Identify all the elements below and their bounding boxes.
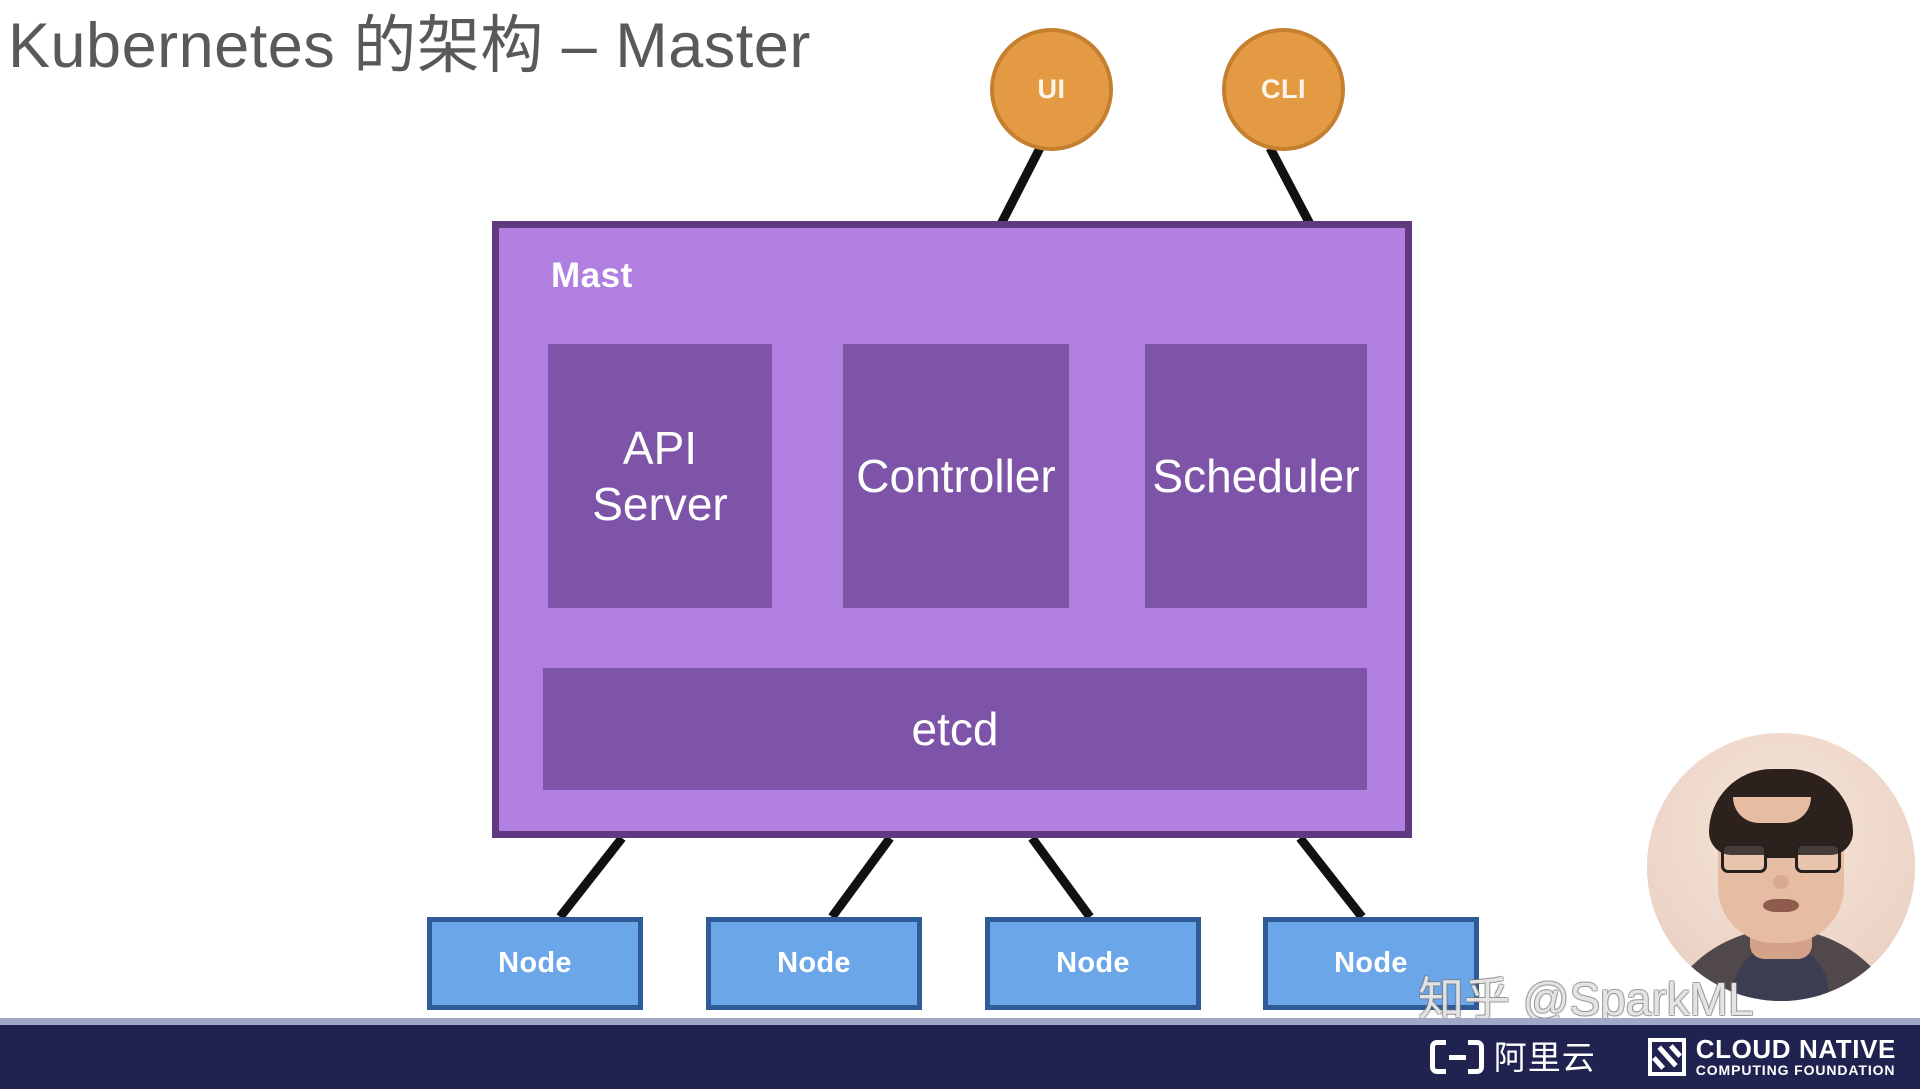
- cncf-square-icon: [1647, 1037, 1686, 1076]
- aliyun-bracket-left: [1429, 1040, 1446, 1074]
- node-box[interactable]: Node: [1263, 917, 1479, 1010]
- node-box[interactable]: Node: [427, 917, 643, 1010]
- footer-divider: [0, 1018, 1920, 1025]
- component-etcd[interactable]: etcd: [543, 668, 1367, 790]
- webcam-hair: [1709, 769, 1853, 855]
- connector-master-to-node-0: [556, 835, 626, 920]
- presenter-webcam-avatar: [1647, 733, 1915, 1001]
- glasses-bridge: [1767, 855, 1795, 858]
- aliyun-dash: [1448, 1055, 1466, 1060]
- cncf-logo: CLOUD NATIVE COMPUTING FOUNDATION: [1647, 1034, 1896, 1079]
- connector-ui-to-master: [995, 145, 1045, 229]
- component-controller-label: Controller: [856, 449, 1056, 502]
- master-panel-label: Mast: [551, 256, 633, 295]
- connector-master-to-node-1: [828, 835, 894, 920]
- component-api-server[interactable]: API Server: [548, 344, 772, 608]
- connector-master-to-node-3: [1296, 835, 1366, 920]
- component-scheduler-label: Scheduler: [1152, 449, 1360, 502]
- aliyun-bracket-icon: [1429, 1040, 1484, 1074]
- cncf-logo-line2: COMPUTING FOUNDATION: [1695, 1062, 1896, 1079]
- footer-logo-group: 阿里云 CLOUD NATIVE COMPUTING FOUNDATION: [1429, 1025, 1896, 1089]
- node-box-label: Node: [1334, 947, 1408, 979]
- component-api-server-label: API Server: [592, 421, 728, 530]
- cncf-slash-lower: [1651, 1056, 1665, 1070]
- client-node-cli[interactable]: CLI: [1222, 28, 1345, 151]
- node-box[interactable]: Node: [985, 917, 1201, 1010]
- webcam-mouth: [1763, 899, 1799, 912]
- client-node-ui[interactable]: UI: [990, 28, 1113, 151]
- glasses-icon: [1719, 843, 1843, 873]
- glasses-lens-left: [1721, 843, 1767, 873]
- connector-cli-to-master: [1266, 145, 1315, 229]
- webcam-nose: [1773, 875, 1789, 889]
- client-node-ui-label: UI: [1037, 74, 1066, 104]
- node-box-label: Node: [777, 947, 851, 979]
- cncf-logo-text: CLOUD NATIVE COMPUTING FOUNDATION: [1695, 1034, 1896, 1079]
- page-title: Kubernetes 的架构 – Master: [8, 11, 811, 81]
- master-panel[interactable]: Mast API Server Controller Scheduler etc…: [492, 221, 1412, 838]
- node-box-label: Node: [498, 947, 572, 979]
- aliyun-logo: 阿里云: [1429, 1038, 1596, 1076]
- connector-master-to-node-2: [1028, 835, 1094, 920]
- client-node-cli-label: CLI: [1261, 74, 1306, 104]
- component-controller[interactable]: Controller: [843, 344, 1069, 608]
- footer-bar: 阿里云 CLOUD NATIVE COMPUTING FOUNDATION: [0, 1025, 1920, 1089]
- node-box-label: Node: [1056, 947, 1130, 979]
- component-scheduler[interactable]: Scheduler: [1145, 344, 1367, 608]
- node-box[interactable]: Node: [706, 917, 922, 1010]
- aliyun-logo-text: 阿里云: [1493, 1038, 1596, 1076]
- glasses-lens-right: [1795, 843, 1841, 873]
- component-etcd-label: etcd: [911, 703, 999, 755]
- aliyun-bracket-right: [1467, 1040, 1484, 1074]
- cncf-logo-line1: CLOUD NATIVE: [1695, 1034, 1896, 1064]
- cncf-slash-upper: [1668, 1044, 1682, 1058]
